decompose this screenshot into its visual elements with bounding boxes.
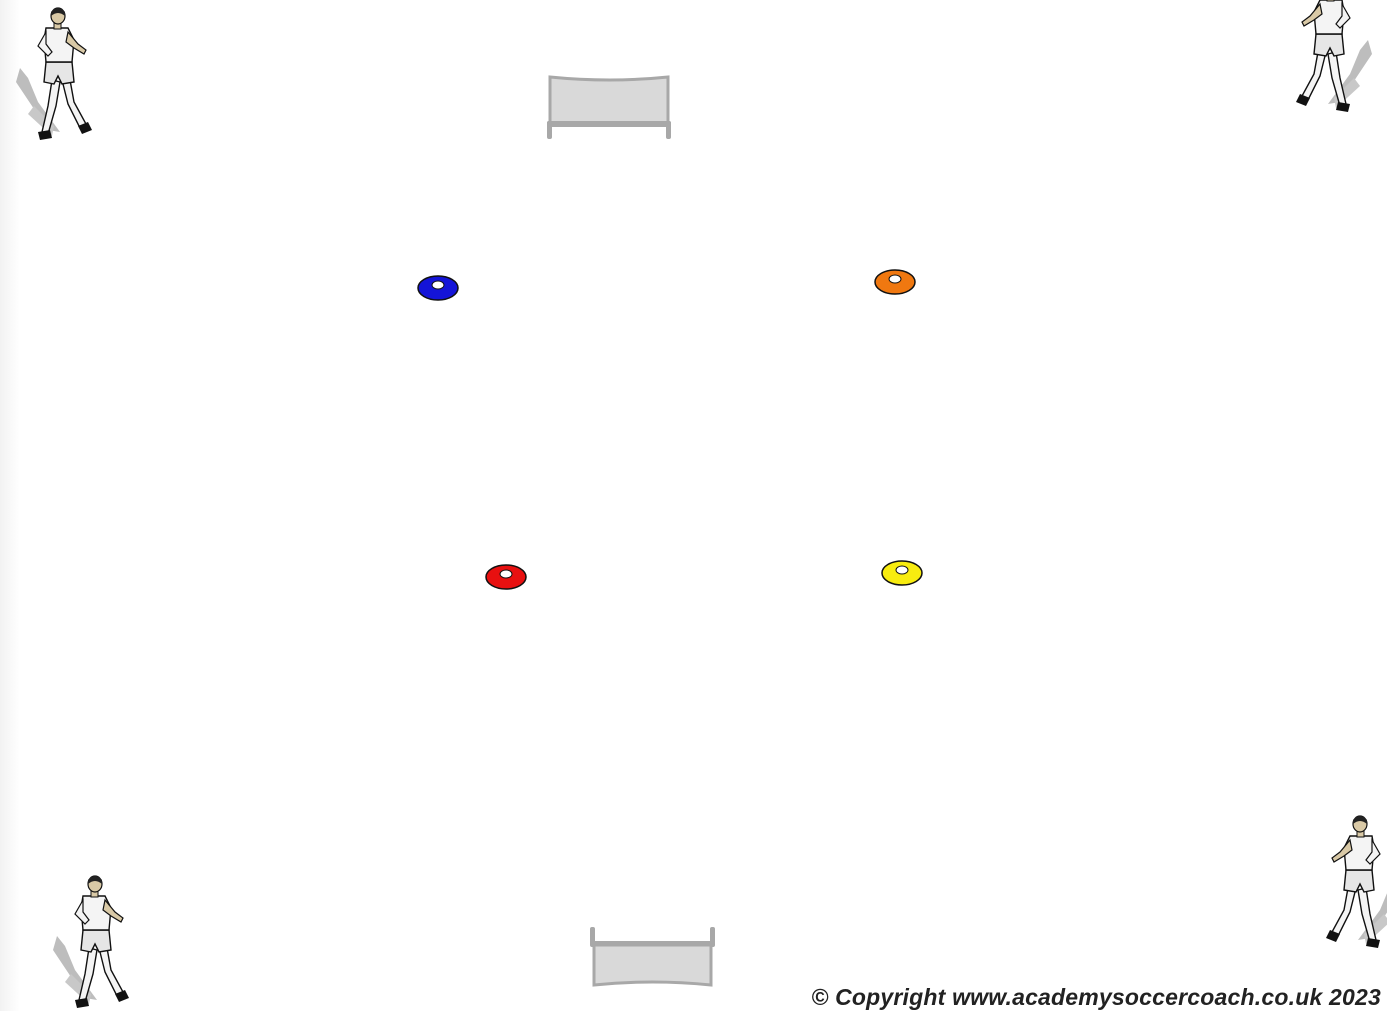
player-bottom-right — [1326, 816, 1387, 948]
cone-orange-icon — [875, 270, 915, 294]
cone-yellow-icon — [882, 561, 922, 585]
goal-bottom — [590, 927, 715, 985]
player-top-right — [1296, 0, 1372, 112]
player-top-left — [16, 8, 92, 140]
cone-blue-icon — [418, 276, 458, 300]
copyright-notice: © Copyright www.academysoccercoach.co.uk… — [811, 984, 1381, 1011]
player-bottom-left — [53, 876, 129, 1008]
cone-red-icon — [486, 565, 526, 589]
goal-top — [547, 77, 671, 139]
